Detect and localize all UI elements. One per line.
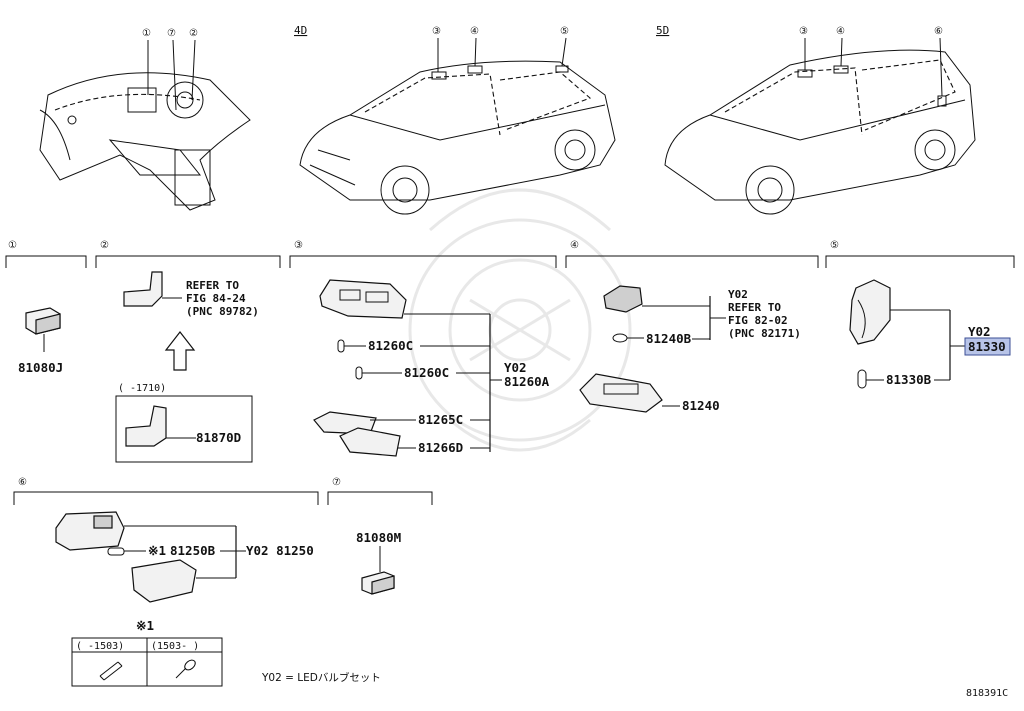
watermark-logo — [408, 188, 632, 452]
section-marker-1: ① — [8, 240, 17, 251]
part-number-81250B[interactable]: 81250B — [170, 543, 216, 558]
sedan-callout-5: ⑤ — [560, 26, 569, 37]
part-number-81330B[interactable]: 81330B — [886, 372, 932, 387]
part-number-81240B[interactable]: 81240B — [646, 331, 692, 346]
part-number-81330[interactable]: 81330 — [968, 339, 1006, 354]
sedan-illustration — [299, 37, 616, 215]
dashboard-illustration — [39, 39, 251, 211]
part-81080M-drawing — [361, 546, 395, 595]
figure-id: 818391C — [966, 688, 1008, 699]
part-number-81260C-2[interactable]: 81260C — [404, 365, 449, 380]
part-81260A-assembly-drawing — [319, 279, 502, 452]
bulb-icon — [175, 659, 196, 679]
bulb-icon — [355, 366, 402, 380]
note-table-col2: (1503- ) — [151, 641, 199, 652]
sec4-ref-line2[interactable]: FIG 82-02 — [728, 314, 788, 327]
bulb-icon — [107, 547, 146, 556]
part-81080J-drawing — [25, 307, 61, 352]
section-marker-6: ⑥ — [18, 477, 27, 488]
part-number-81870D[interactable]: 81870D — [196, 430, 241, 445]
part-number-81265C[interactable]: 81265C — [418, 412, 463, 427]
part-81266D-drawing — [339, 427, 416, 457]
sec4-ref-line3: (PNC 82171) — [728, 327, 801, 340]
part-number-81260C-1[interactable]: 81260C — [368, 338, 413, 353]
date-range-box — [115, 395, 253, 463]
dash-callout-2: ② — [189, 28, 198, 39]
part-code-81330: Y02 — [968, 324, 991, 339]
part-81870D-drawing — [125, 405, 196, 447]
bulb-icon — [612, 333, 644, 343]
legend-text: Y02 = LEDバルブセット — [261, 671, 381, 684]
part-81330-highlight — [964, 337, 1011, 356]
sec4-ref-line1: REFER TO — [728, 301, 781, 314]
part-code-81260A: Y02 — [504, 360, 527, 375]
sedan-callout-4: ④ — [470, 26, 479, 37]
note-table-title: ※1 — [136, 618, 154, 633]
part-81240-drawing — [579, 373, 680, 413]
up-arrow-icon — [164, 331, 196, 371]
sec2-ref-line1: REFER TO — [186, 279, 239, 292]
section-marker-3: ③ — [294, 240, 303, 251]
part-number-81260A[interactable]: 81260A — [504, 374, 550, 389]
note-table-col1: ( -1503) — [76, 641, 124, 652]
section-marker-5: ⑤ — [830, 240, 839, 251]
wagon-illustration — [664, 37, 976, 215]
sec2-ref-line3: (PNC 89782) — [186, 305, 259, 318]
part-module-ref-drawing — [603, 285, 711, 340]
bulb-icon — [337, 339, 366, 353]
wagon-callout-4: ④ — [836, 26, 845, 37]
wagon-label: 5D — [656, 24, 669, 37]
section-marker-4: ④ — [570, 240, 579, 251]
section-brackets — [5, 255, 1015, 505]
part-number-81250[interactable]: Y02 81250 — [246, 543, 314, 558]
part-number-81080M[interactable]: 81080M — [356, 530, 401, 545]
wagon-callout-6: ⑥ — [934, 26, 943, 37]
part-number-81266D[interactable]: 81266D — [418, 440, 463, 455]
note-marker-1: ※1 — [148, 543, 166, 558]
sec2-ref-line2[interactable]: FIG 84-24 — [186, 292, 246, 305]
sec4-ref-code: Y02 — [728, 288, 748, 301]
section-marker-7: ⑦ — [332, 477, 341, 488]
wagon-callout-3: ③ — [799, 26, 808, 37]
part-81330-drawing — [849, 279, 966, 380]
bulb-icon — [99, 661, 123, 681]
part-81250-assembly-drawing — [55, 511, 237, 603]
section-marker-2: ② — [100, 240, 109, 251]
date-range-label: ( -1710) — [118, 383, 166, 394]
bulb-icon — [857, 369, 884, 389]
sedan-label: 4D — [294, 24, 307, 37]
sedan-callout-3: ③ — [432, 26, 441, 37]
part-bracket-ref-drawing — [123, 271, 182, 307]
dash-callout-1: ① — [142, 28, 151, 39]
note-table — [71, 637, 223, 687]
part-number-81240[interactable]: 81240 — [682, 398, 720, 413]
dash-callout-7: ⑦ — [167, 28, 176, 39]
part-number-81080J[interactable]: 81080J — [18, 360, 63, 375]
